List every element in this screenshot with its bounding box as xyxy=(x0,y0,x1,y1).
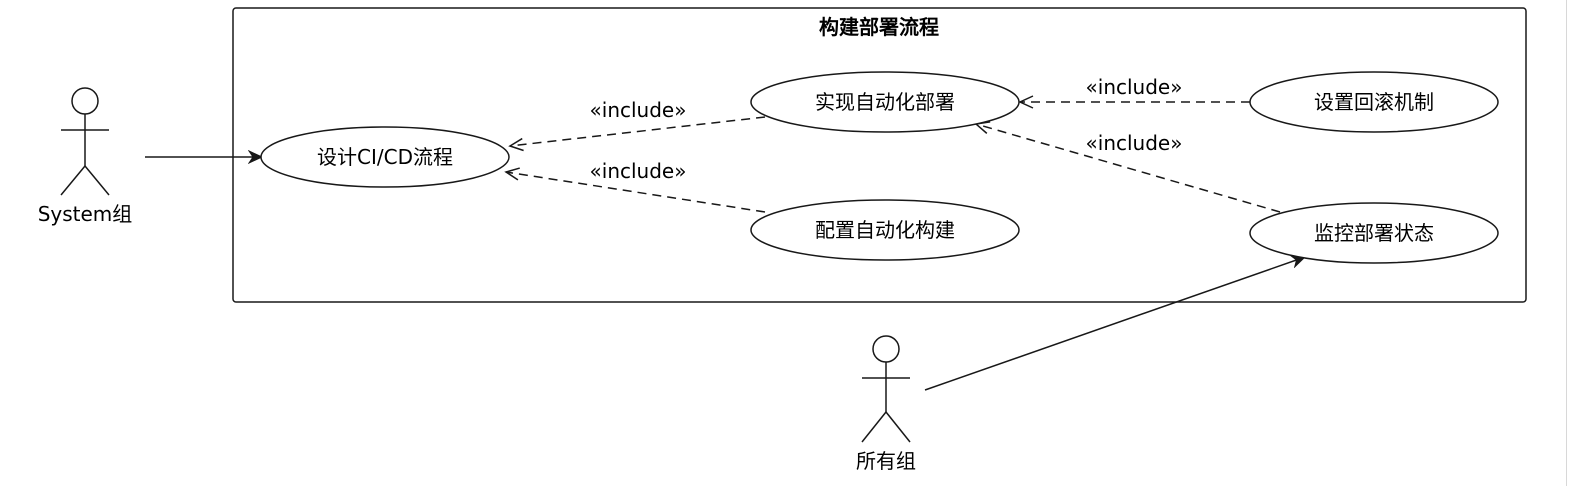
use-case-monitor: 监控部署状态 xyxy=(1249,202,1499,264)
page-edge xyxy=(1566,0,1572,486)
actor-label: System组 xyxy=(38,202,133,226)
stick-figure-icon xyxy=(60,87,110,196)
use-case-ellipse xyxy=(750,71,1020,133)
include-label-rollback-deploy: «include» xyxy=(1086,75,1183,99)
boundary-title: 构建部署流程 xyxy=(819,15,939,39)
stick-figure-icon xyxy=(861,335,911,443)
use-case-label: 配置自动化构建 xyxy=(815,218,955,242)
include-deploy-design xyxy=(508,116,766,152)
include-monitor-deploy xyxy=(974,121,1281,213)
include-label-monitor-deploy: «include» xyxy=(1086,131,1183,155)
use-case-ellipse xyxy=(750,199,1020,261)
actor-all: 所有组 xyxy=(856,335,916,473)
association-all-monitor xyxy=(924,257,1305,391)
actor-label: 所有组 xyxy=(856,449,916,473)
use-case-design: 设计CI/CD流程 xyxy=(260,126,510,188)
use-case-ellipse xyxy=(1249,71,1499,133)
use-case-deploy: 实现自动化部署 xyxy=(750,71,1020,133)
use-case-label: 实现自动化部署 xyxy=(815,90,955,114)
use-case-ellipse xyxy=(260,126,510,188)
include-build-design xyxy=(504,167,766,213)
use-case-label: 设计CI/CD流程 xyxy=(317,145,453,169)
use-case-ellipse xyxy=(1249,202,1499,264)
relations: «include» «include» «include» «include» xyxy=(145,75,1305,391)
system-boundary: 构建部署流程 xyxy=(232,7,1527,303)
use-case-rollback: 设置回滚机制 xyxy=(1249,71,1499,133)
include-label-deploy-design: «include» xyxy=(590,98,687,122)
actor-system: System组 xyxy=(38,87,133,226)
use-case-label: 监控部署状态 xyxy=(1314,221,1434,245)
include-label-build-design: «include» xyxy=(590,159,687,183)
use-case-label: 设置回滚机制 xyxy=(1314,90,1434,114)
boundary-frame xyxy=(232,7,1527,303)
use-case-build: 配置自动化构建 xyxy=(750,199,1020,261)
